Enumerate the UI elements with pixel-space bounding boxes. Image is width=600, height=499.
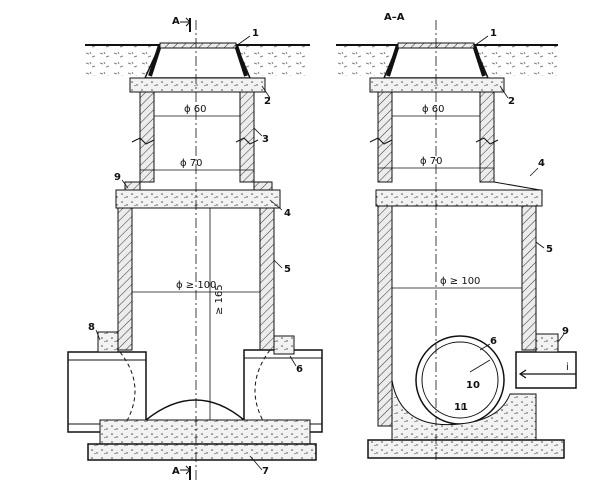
right-callout-6: 6 bbox=[490, 336, 497, 347]
flow-marker: i bbox=[566, 362, 569, 373]
left-callout-2: 2 bbox=[264, 96, 271, 107]
left-pipe-left bbox=[67, 351, 147, 433]
right-section-title: A–A bbox=[384, 12, 405, 23]
left-callout-6: 6 bbox=[296, 364, 303, 375]
right-pipe-inner bbox=[421, 341, 499, 419]
left-callout-3: 3 bbox=[262, 134, 269, 145]
left-top-collar bbox=[129, 77, 266, 93]
right-upper-wall-right bbox=[479, 91, 495, 183]
left-frame-cover bbox=[143, 44, 252, 79]
right-callout-2: 2 bbox=[508, 96, 515, 107]
left-callout-9: 9 bbox=[114, 172, 121, 183]
right-chamber-wall-left bbox=[377, 205, 393, 427]
right-callout-11: 11 bbox=[454, 402, 468, 413]
left-block-8 bbox=[97, 331, 119, 353]
right-block-9 bbox=[535, 333, 559, 353]
left-section-marker-top: A bbox=[172, 16, 192, 32]
left-dim-phi60: ϕ 60 bbox=[184, 104, 207, 115]
right-dim-phi100: ϕ ≥ 100 bbox=[440, 276, 480, 287]
right-dim-phi70: ϕ 70 bbox=[420, 156, 443, 167]
left-chamber-wall-left bbox=[117, 207, 133, 351]
left-invert bbox=[145, 399, 245, 421]
left-callout-4: 4 bbox=[284, 208, 291, 219]
right-benching bbox=[391, 379, 537, 441]
left-upper-wall-left bbox=[139, 91, 155, 183]
left-dim-phi70: ϕ 70 bbox=[180, 158, 203, 169]
right-reducing-slab bbox=[375, 189, 543, 207]
left-callout-5: 5 bbox=[284, 264, 291, 275]
left-section-marker-bottom: A bbox=[172, 465, 192, 480]
flow-arrow bbox=[518, 369, 576, 379]
left-block-9 bbox=[273, 335, 295, 355]
section-marker-bottom-label: A bbox=[172, 466, 180, 477]
right-base-slab bbox=[367, 439, 565, 459]
section-marker-top-label: A bbox=[172, 16, 180, 27]
left-callout-1: 1 bbox=[252, 28, 259, 39]
left-cone bbox=[124, 181, 273, 191]
right-dim-phi60: ϕ 60 bbox=[422, 104, 445, 115]
right-callout-4: 4 bbox=[538, 158, 545, 169]
right-upper-wall-left bbox=[377, 91, 393, 183]
right-callout-9: 9 bbox=[562, 326, 569, 337]
right-callout-1: 1 bbox=[490, 28, 497, 39]
right-top-collar bbox=[369, 77, 505, 93]
right-callout-10: 10 bbox=[466, 380, 480, 391]
right-view: A–A i ϕ 60 ϕ 70 ϕ ≥ 10 bbox=[336, 12, 577, 460]
left-chamber-wall-right bbox=[259, 207, 275, 351]
left-upper-wall-right bbox=[239, 91, 255, 183]
left-view: A A ϕ 60 ϕ 70 ϕ ≥ 100 ≥ 165 1 2 3 4 5 6 bbox=[67, 16, 323, 480]
left-reducing-slab bbox=[115, 189, 281, 209]
left-dim-phi100: ϕ ≥ 100 bbox=[176, 280, 216, 291]
left-callout-7: 7 bbox=[262, 466, 269, 477]
right-callout-5: 5 bbox=[546, 244, 553, 255]
left-base-slab bbox=[87, 443, 317, 461]
left-dim-height: ≥ 165 bbox=[214, 284, 225, 315]
left-benching bbox=[99, 419, 311, 445]
right-chamber-wall-right bbox=[521, 205, 537, 351]
left-callout-8: 8 bbox=[88, 322, 95, 333]
